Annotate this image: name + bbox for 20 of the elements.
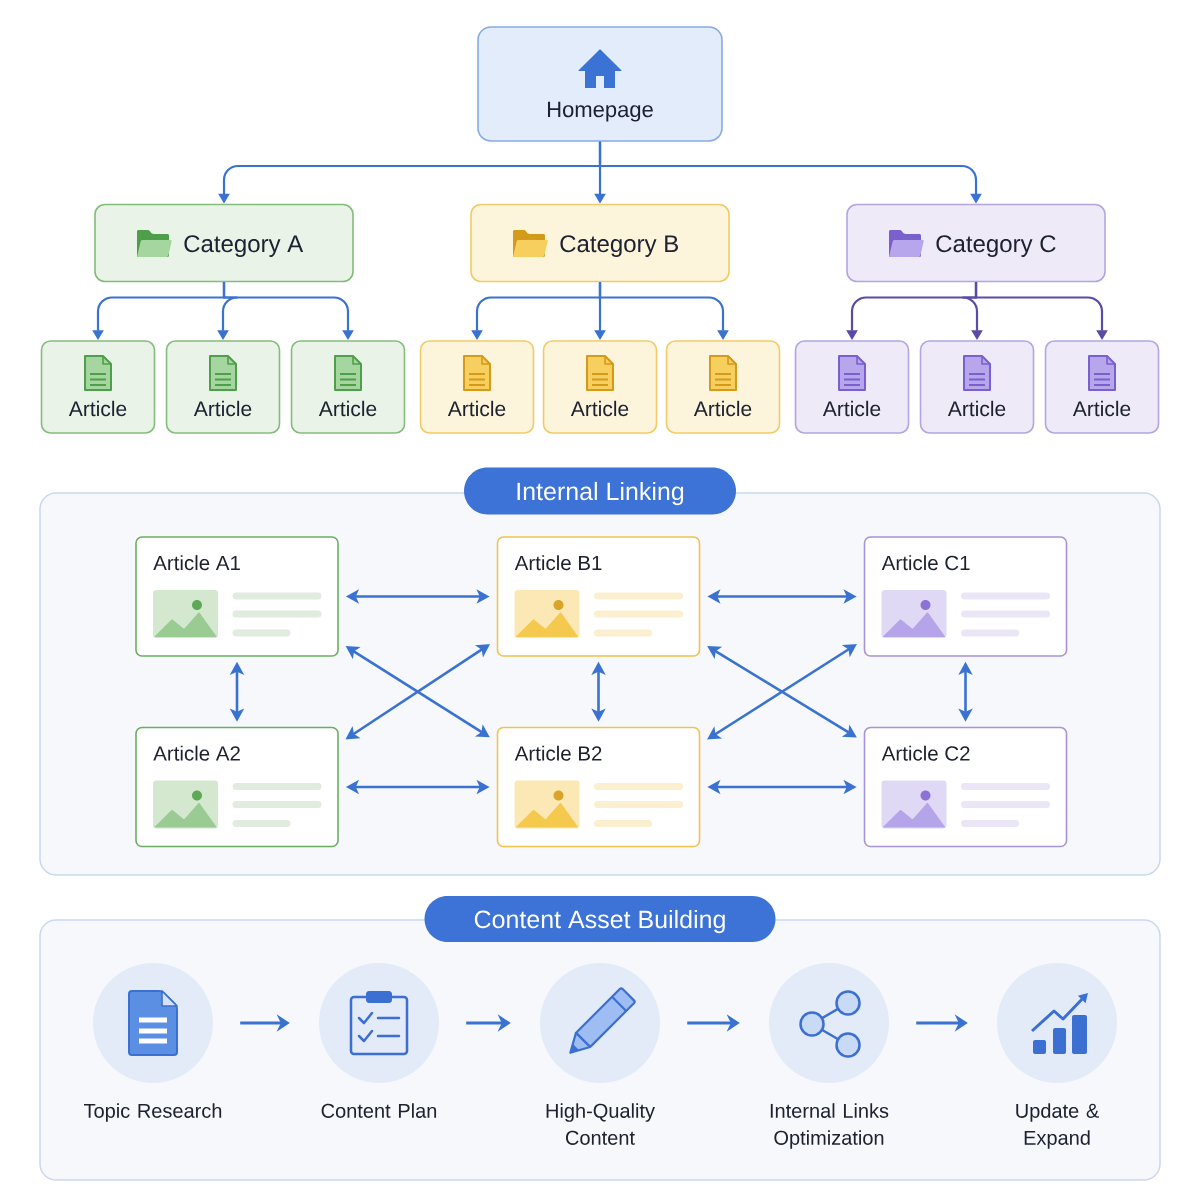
category-box: Category C bbox=[846, 203, 1106, 283]
article-box: Article bbox=[542, 340, 658, 434]
category-box: Category A bbox=[94, 203, 354, 283]
step-label: Internal Links Optimization bbox=[770, 1103, 889, 1149]
step-label: Update & Expand bbox=[1016, 1103, 1099, 1149]
article-box: Article bbox=[794, 340, 910, 434]
section-heading: Internal Linking bbox=[464, 467, 736, 515]
section-heading: Content Asset Building bbox=[424, 896, 776, 942]
step-label: High-Quality Content bbox=[546, 1103, 655, 1145]
step-label: Topic Research bbox=[84, 1103, 222, 1122]
page-box: Homepage bbox=[477, 26, 723, 142]
article-box: Article bbox=[419, 340, 535, 434]
article-box: Article bbox=[1044, 340, 1160, 434]
article-box: Article bbox=[40, 340, 156, 434]
category-box: Category B bbox=[470, 203, 730, 283]
article-box: Article bbox=[919, 340, 1035, 434]
step-label: Content Plan bbox=[321, 1103, 437, 1118]
article-box: Article bbox=[165, 340, 281, 434]
article-box: Article bbox=[290, 340, 406, 434]
article-box: Article bbox=[665, 340, 781, 434]
